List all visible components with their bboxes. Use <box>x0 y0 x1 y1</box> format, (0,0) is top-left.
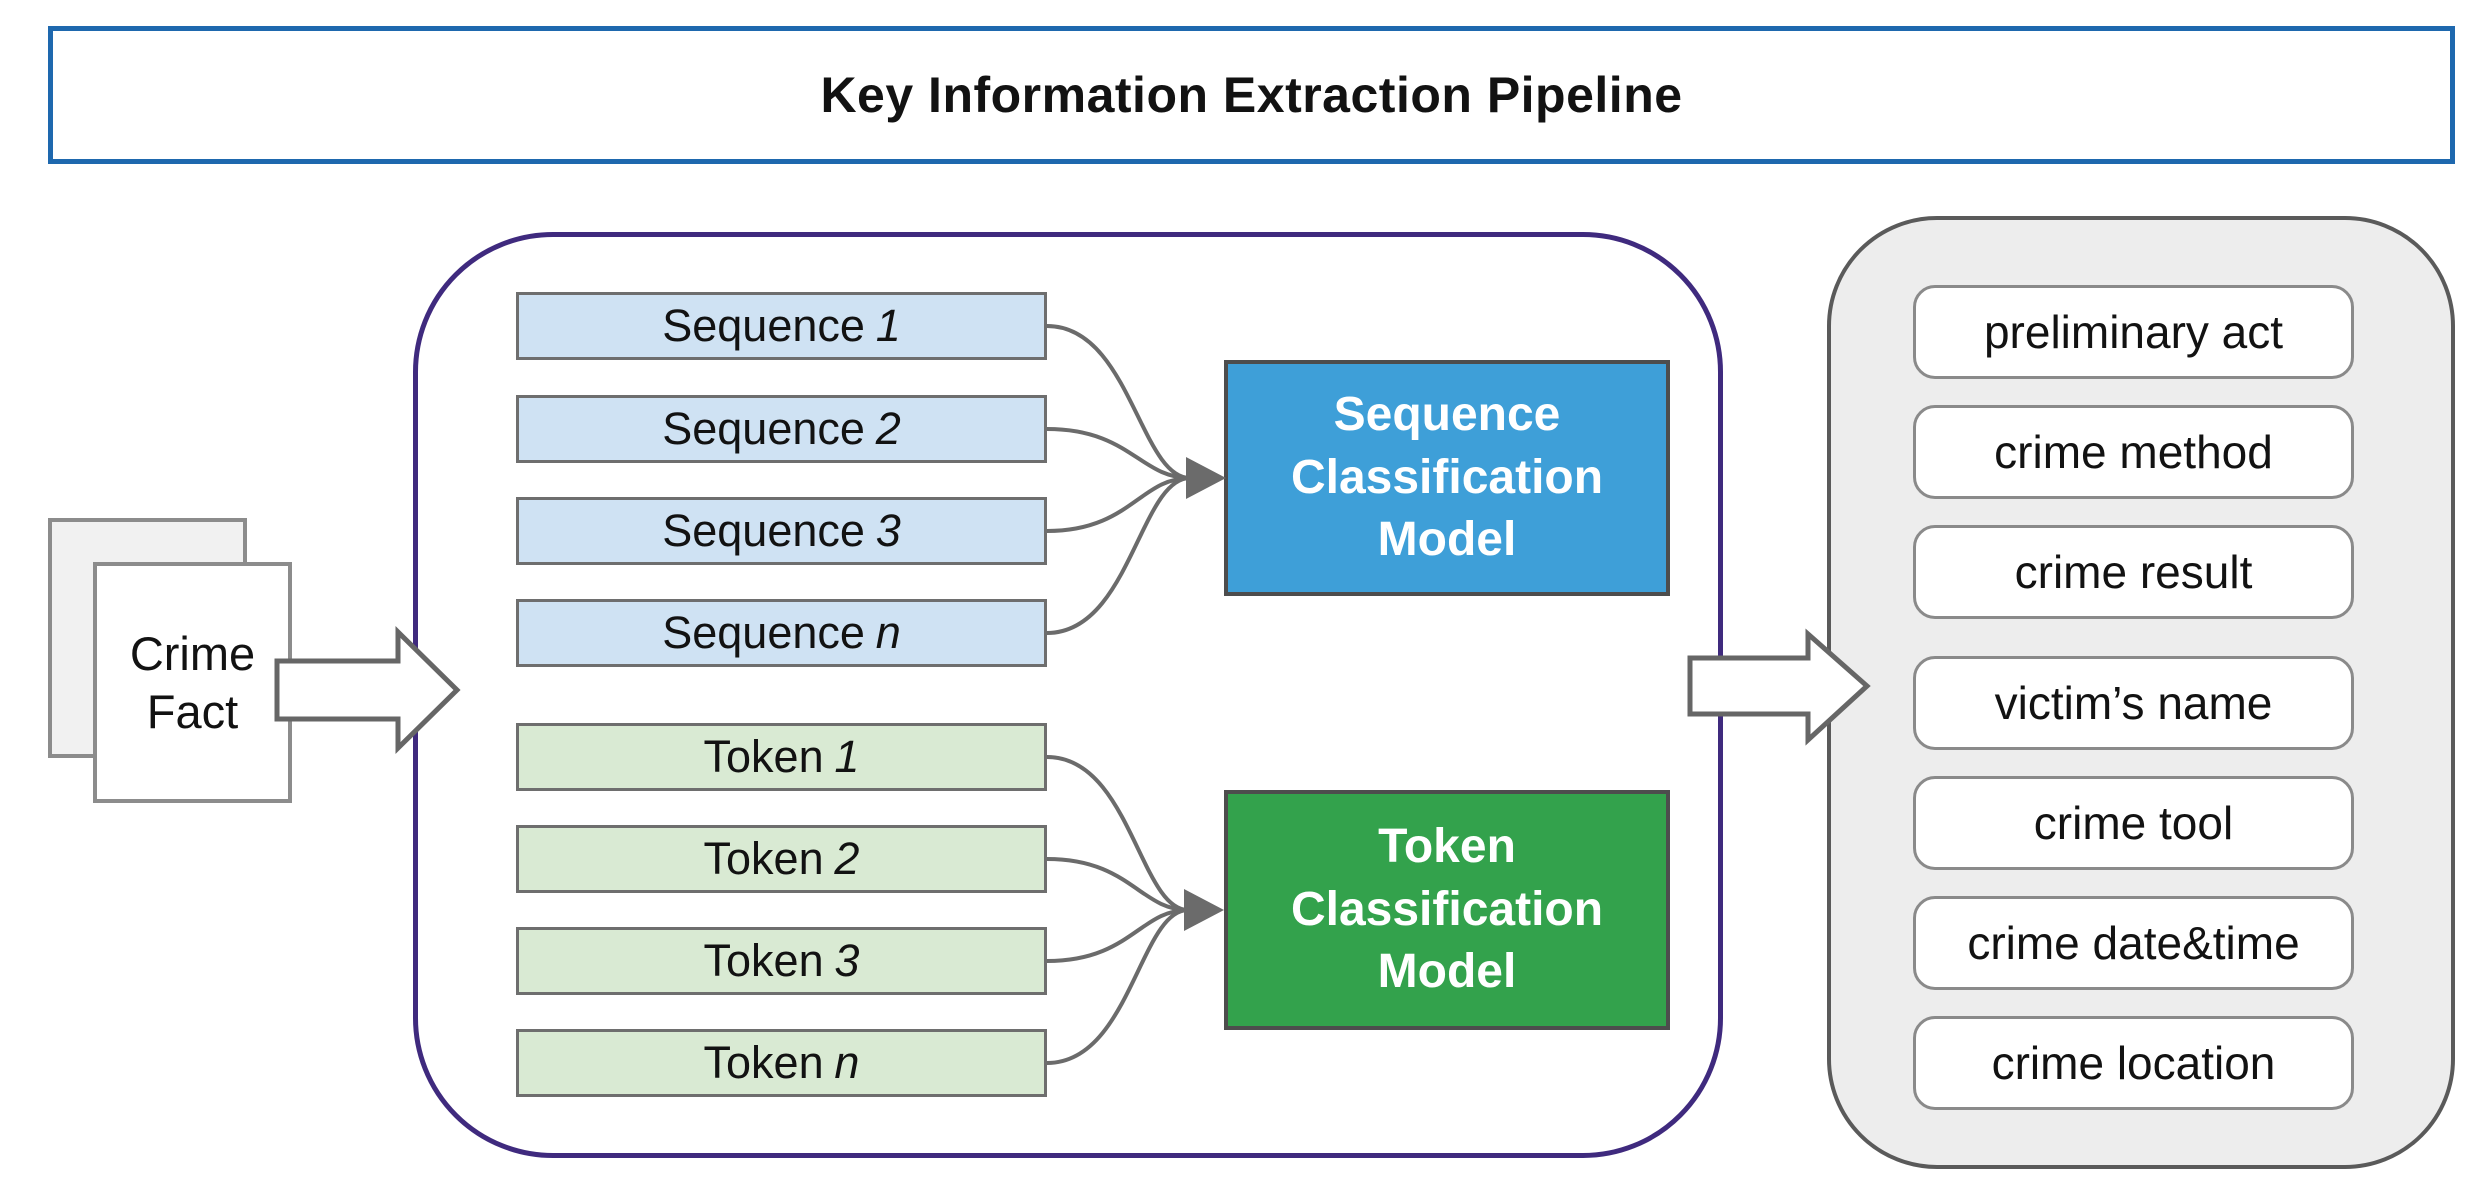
sequence-input-1-index: 1 <box>875 300 901 351</box>
crime-fact-label-line2: Fact <box>146 684 239 738</box>
output-label: crime date&time <box>1967 917 2300 969</box>
output-pill-crime-result: crime result <box>1913 525 2354 619</box>
sequence-classification-model-box: Sequence Classification Model <box>1224 360 1670 596</box>
output-pill-victims-name: victim’s name <box>1913 656 2354 750</box>
token-input-1-label: Token <box>703 731 824 782</box>
token-input-3-label: Token <box>703 935 824 986</box>
token-model-line2: Classification <box>1290 882 1604 936</box>
output-pill-crime-tool: crime tool <box>1913 776 2354 870</box>
token-model-line1: Token <box>1378 820 1516 874</box>
sequence-input-2-index: 2 <box>875 403 901 454</box>
sequence-model-line1: Sequence <box>1333 388 1561 442</box>
title-box: Key Information Extraction Pipeline <box>48 26 2455 164</box>
output-label: victim’s name <box>1994 677 2273 729</box>
sequence-input-3-label: Sequence <box>662 505 865 556</box>
sequence-input-1-label: Sequence <box>662 300 865 351</box>
output-label: preliminary act <box>1983 306 2284 358</box>
page-title: Key Information Extraction Pipeline <box>820 67 1683 123</box>
output-pill-preliminary-act: preliminary act <box>1913 285 2354 379</box>
output-label: crime method <box>1994 426 2273 478</box>
crime-fact-label-line1: Crime <box>129 627 256 681</box>
token-model-line3: Model <box>1377 945 1517 999</box>
sequence-input-n-label: Sequence <box>662 607 865 658</box>
token-input-2-index: 2 <box>834 833 860 884</box>
token-input-n-index: n <box>834 1037 860 1088</box>
sequence-input-3-index: 3 <box>875 505 901 556</box>
output-panel: preliminary act crime method crime resul… <box>1827 216 2455 1169</box>
sequence-input-n-index: n <box>875 607 901 658</box>
token-input-2-label: Token <box>703 833 824 884</box>
token-input-n-label: Token <box>703 1037 824 1088</box>
sequence-input-2-label: Sequence <box>662 403 865 454</box>
sequence-model-line3: Model <box>1377 513 1517 567</box>
sequence-model-line2: Classification <box>1290 450 1604 504</box>
output-pill-crime-datetime: crime date&time <box>1913 896 2354 990</box>
token-input-3-index: 3 <box>834 935 860 986</box>
output-label: crime tool <box>2033 797 2234 849</box>
token-classification-model-box: Token Classification Model <box>1224 790 1670 1030</box>
output-pill-crime-method: crime method <box>1913 405 2354 499</box>
output-label: crime location <box>1991 1037 2276 1089</box>
output-pill-crime-location: crime location <box>1913 1016 2354 1110</box>
token-input-1-index: 1 <box>834 731 860 782</box>
output-label: crime result <box>2014 546 2253 598</box>
document-front-page: Crime Fact <box>93 562 292 803</box>
